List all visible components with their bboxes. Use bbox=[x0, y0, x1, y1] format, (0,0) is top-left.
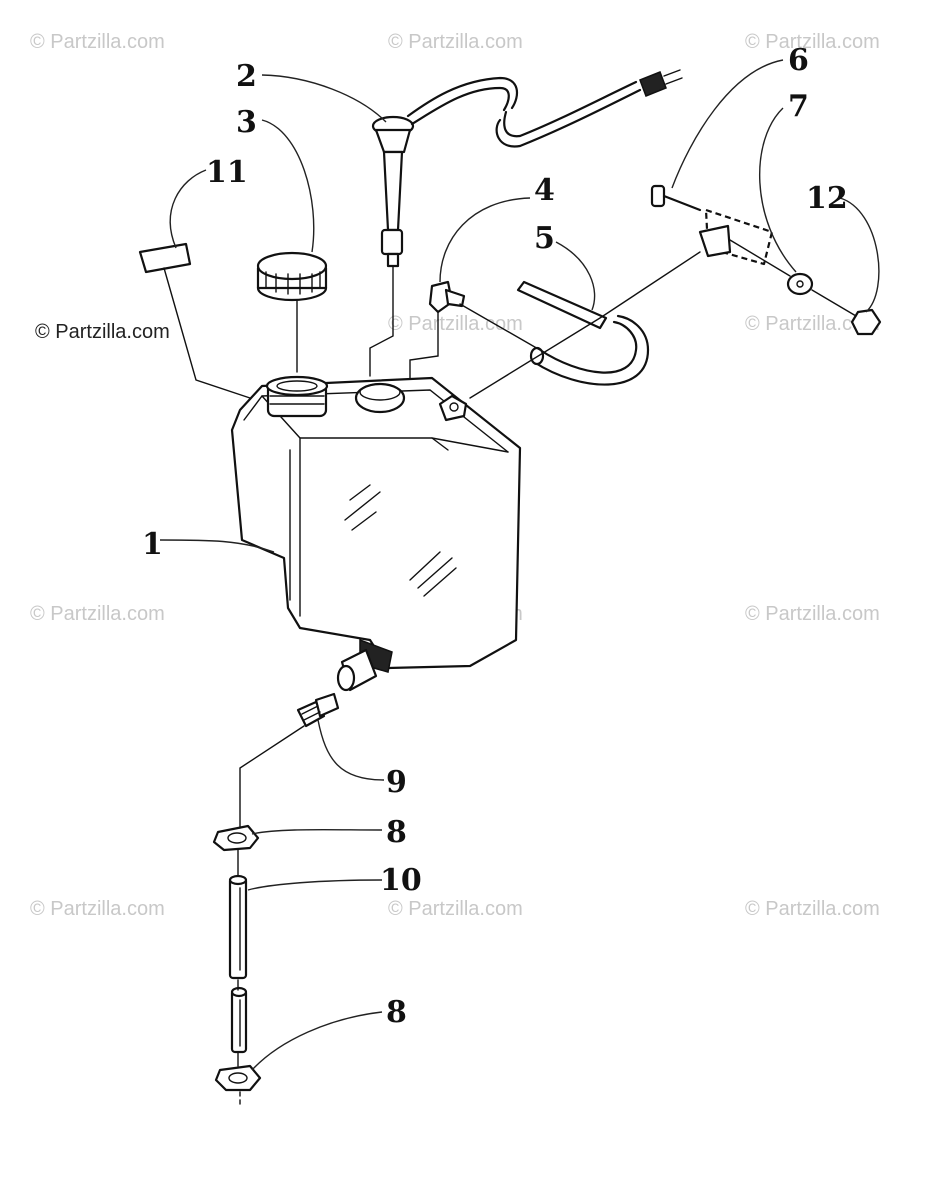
watermark: © Partzilla.com bbox=[30, 603, 165, 625]
hose-clamp-lower bbox=[214, 1064, 262, 1092]
watermark: © Partzilla.com bbox=[745, 313, 880, 335]
callout-11: 11 bbox=[206, 155, 248, 190]
oil-tank bbox=[230, 375, 522, 692]
callout-8-upper: 8 bbox=[386, 815, 407, 850]
watermark: © Partzilla.com bbox=[30, 31, 165, 53]
callout-5: 5 bbox=[534, 221, 555, 256]
callout-12: 12 bbox=[806, 181, 848, 216]
watermark: © Partzilla.com bbox=[745, 898, 880, 920]
oil-level-sensor bbox=[371, 69, 683, 268]
callout-numbers: 1 2 3 11 4 5 6 7 12 9 8 10 8 bbox=[142, 43, 848, 1030]
watermark: © Partzilla.com bbox=[30, 898, 165, 920]
copyright-notice: © Partzilla.com bbox=[35, 321, 170, 343]
leader-lines bbox=[159, 59, 880, 1071]
filler-cap bbox=[256, 251, 328, 302]
outlet-fitting bbox=[296, 692, 340, 728]
assembly-lines bbox=[163, 239, 857, 1109]
callout-1: 1 bbox=[142, 527, 163, 562]
callout-9: 9 bbox=[386, 765, 407, 800]
callout-8-lower: 8 bbox=[386, 995, 407, 1030]
callout-7: 7 bbox=[788, 89, 809, 124]
watermark: © Partzilla.com bbox=[388, 898, 523, 920]
callout-10: 10 bbox=[380, 863, 422, 898]
watermark: © Partzilla.com bbox=[745, 31, 880, 53]
callout-2: 2 bbox=[236, 59, 257, 94]
watermark: © Partzilla.com bbox=[388, 313, 523, 335]
hose-clamp-upper bbox=[212, 824, 260, 852]
watermark: © Partzilla.com bbox=[388, 31, 523, 53]
watermark: © Partzilla.com bbox=[745, 603, 880, 625]
vent-elbow-fitting bbox=[428, 280, 466, 314]
callout-3: 3 bbox=[236, 105, 257, 140]
oil-line-hose bbox=[228, 874, 248, 1054]
callout-4: 4 bbox=[534, 173, 555, 208]
callout-6: 6 bbox=[788, 43, 809, 78]
tank-label bbox=[138, 242, 192, 274]
mounting-hardware bbox=[650, 184, 882, 336]
vent-hose bbox=[516, 280, 650, 386]
